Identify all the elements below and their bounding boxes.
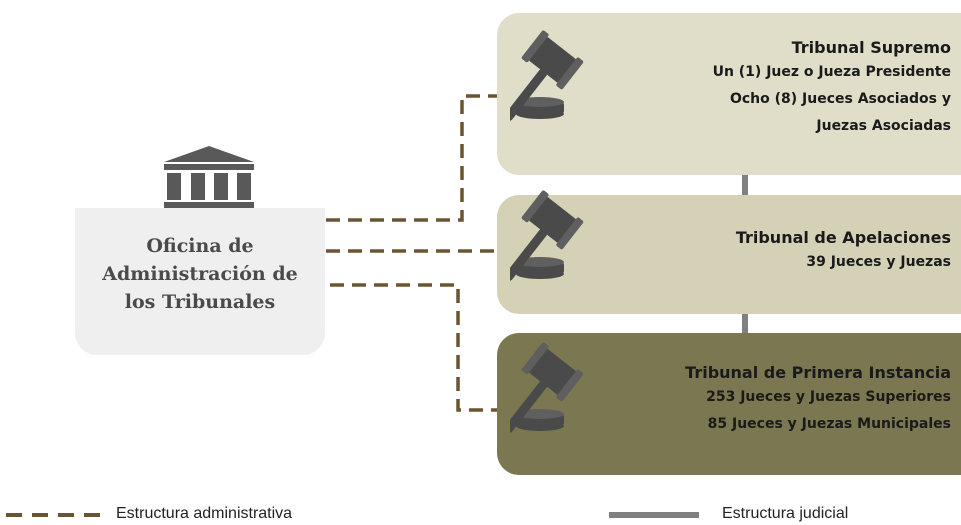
court-title: Tribunal Supremo bbox=[791, 38, 951, 57]
office-label: Oficina de Administración de los Tribuna… bbox=[75, 232, 325, 316]
court-detail: Un (1) Juez o Jueza Presidente bbox=[712, 64, 951, 80]
office-label-line-1: Oficina de bbox=[146, 235, 254, 257]
court-box-apelaciones: Tribunal de Apelaciones 39 Jueces y Juez… bbox=[497, 195, 961, 314]
gavel-icon bbox=[510, 342, 584, 433]
court-detail: Juezas Asociadas bbox=[816, 118, 951, 134]
gavel-icon bbox=[510, 30, 584, 121]
legend-judicial-label: Estructura judicial bbox=[722, 505, 849, 522]
courthouse-icon bbox=[164, 146, 254, 208]
gavel-icon bbox=[510, 190, 584, 281]
court-text-apelaciones: Tribunal de Apelaciones 39 Jueces y Juez… bbox=[736, 227, 951, 276]
legend-administrative-label: Estructura administrativa bbox=[116, 505, 293, 522]
office-label-line-3: los Tribunales bbox=[124, 291, 276, 313]
admin-connector-supremo bbox=[326, 94, 500, 222]
court-title: Tribunal de Apelaciones bbox=[735, 228, 951, 247]
court-text-supremo: Tribunal Supremo Un (1) Juez o Jueza Pre… bbox=[713, 37, 951, 140]
court-box-supremo: Tribunal Supremo Un (1) Juez o Jueza Pre… bbox=[497, 13, 961, 175]
court-detail: 253 Jueces y Juezas Superiores bbox=[706, 389, 951, 405]
office-box: Oficina de Administración de los Tribuna… bbox=[75, 208, 325, 355]
admin-connector-primera bbox=[330, 283, 497, 412]
court-detail: Ocho (8) Jueces Asociados y bbox=[729, 91, 951, 107]
court-box-primera-instancia: Tribunal de Primera Instancia 253 Jueces… bbox=[497, 333, 961, 475]
court-detail: 85 Jueces y Juezas Municipales bbox=[707, 416, 951, 432]
court-title: Tribunal de Primera Instancia bbox=[685, 363, 951, 382]
court-text-primera-instancia: Tribunal de Primera Instancia 253 Jueces… bbox=[685, 362, 951, 438]
court-detail: 39 Jueces y Juezas bbox=[806, 254, 951, 270]
office-label-line-2: Administración de bbox=[102, 263, 298, 285]
